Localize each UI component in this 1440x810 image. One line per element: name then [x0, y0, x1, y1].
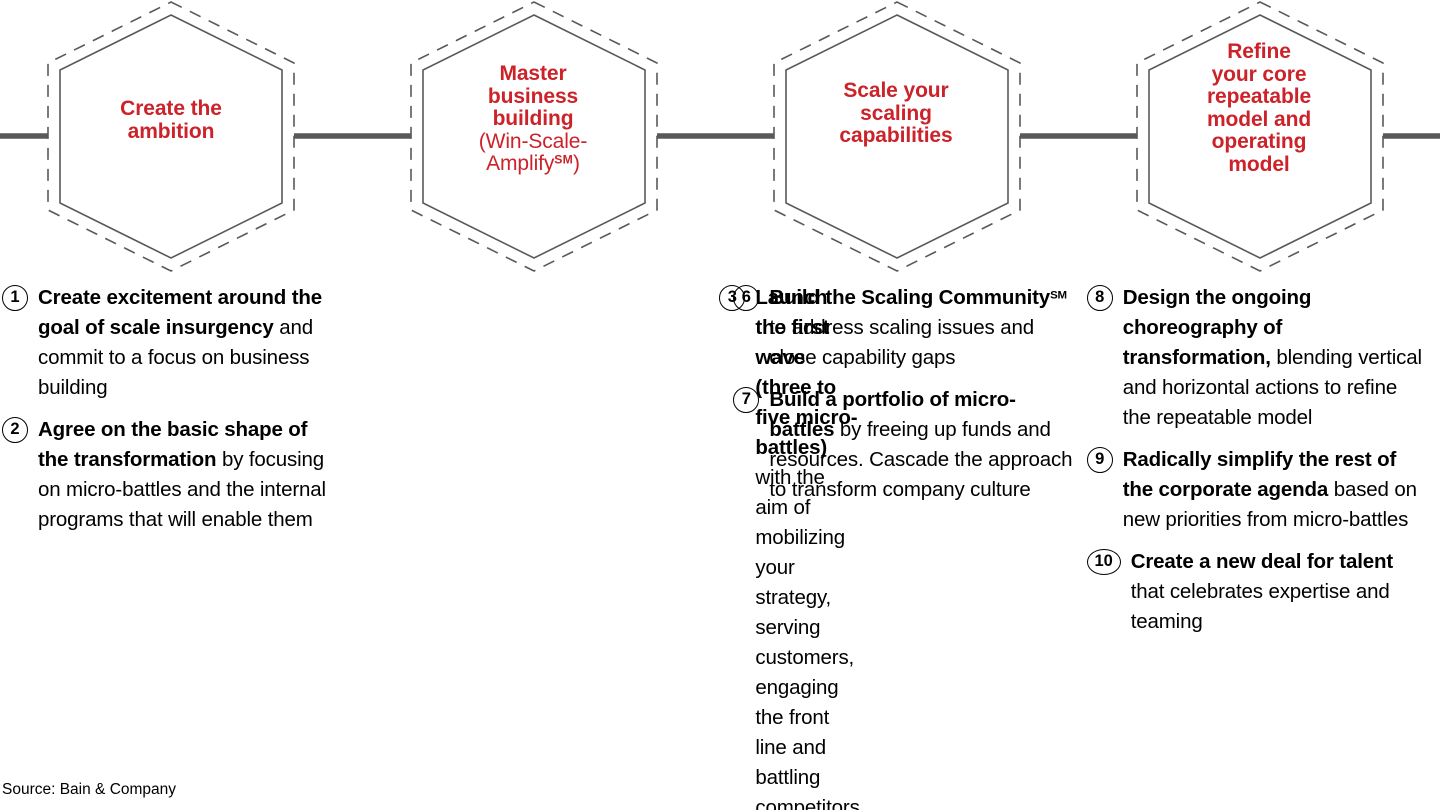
hexagon-4-line-6: model — [1228, 152, 1290, 176]
hexagon-3-dashed — [773, 1, 1021, 272]
action-item-lead: Agree on the basic shape of the transfor… — [38, 418, 308, 471]
action-item-text: Design the ongoing choreography of trans… — [1123, 283, 1426, 433]
action-item-lead: Build a portfolio of micro-battles — [769, 388, 1016, 441]
action-item-body: with the aim of mobilizing your strategy… — [755, 466, 860, 810]
column-create-the-ambition: 1 Create excitement around the goal of sc… — [0, 283, 353, 810]
hexagon-1-solid — [59, 14, 283, 259]
hexagon-4-line-3: repeatable — [1206, 85, 1312, 108]
hexagon-2-solid — [422, 14, 646, 259]
hexagon-4-line-5: operating — [1211, 130, 1307, 153]
action-item-lead: Create a new deal for talent — [1130, 550, 1394, 573]
hexagon-2-sub-close: Amplify — [486, 152, 555, 175]
item-number-badge: 7 — [733, 387, 760, 413]
hexagon-2-line-3: building — [492, 107, 574, 130]
action-item-body: by freeing up funds and resources. Casca… — [769, 418, 1073, 501]
action-item-lead: Radically simplify the rest of the corpo… — [1122, 448, 1397, 501]
hexagon-3-solid — [785, 14, 1009, 259]
action-item: 2 Agree on the basic shape of the transfo… — [2, 415, 339, 535]
source-note: Source: Bain & Company — [2, 781, 177, 798]
hexagon-2-sub-open: (Win-Scale- — [478, 129, 588, 153]
numbered-action-columns: 1 Create excitement around the goal of sc… — [0, 283, 1440, 810]
action-item-body: by focusing on micro-battles and the int… — [38, 448, 326, 531]
hexagon-4-line-1: Refine — [1227, 40, 1291, 63]
hexagon-3-line-2: scaling — [860, 101, 932, 125]
hexagon-process-band: Create the ambition Master business buil… — [0, 0, 1440, 278]
action-item-text: Create excitement around the goal of sca… — [38, 283, 339, 403]
hexagon-4-dashed — [1136, 1, 1384, 272]
hexagon-2 — [410, 1, 658, 272]
hexagon-2-line-2: business — [487, 84, 579, 108]
action-item-lead: Build the Scaling Community — [769, 286, 1051, 309]
hexagon-3-line-3: capabilities — [839, 124, 953, 147]
hexagon-2-subtitle: (Win-Scale-AmplifySM) — [479, 130, 588, 176]
hexagon-4 — [1136, 1, 1384, 272]
action-item-body: based on new priorities from micro-battl… — [1122, 478, 1417, 531]
item-number-badge: 10 — [1086, 549, 1121, 575]
action-item-text: Build the Scaling CommunitySM to address… — [769, 283, 1072, 373]
hexagon-4-line-4: model and — [1206, 107, 1312, 131]
hexagon-2-label: Master business building (Win-Scale-Ampl… — [422, 62, 644, 176]
hexagon-4-label: Refine your core repeatable model and op… — [1148, 40, 1370, 176]
action-item: 7 Build a portfolio of micro-battles by f… — [733, 385, 1073, 505]
action-item-lead: Create excitement around the goal of sca… — [38, 286, 323, 339]
hexagon-2-sub-end: ) — [572, 152, 580, 175]
action-item-text: Build a portfolio of micro-battles by fr… — [769, 385, 1072, 505]
hexagon-3-label: Scale your scaling capabilities — [785, 79, 1007, 148]
hexagon-3-line-1: Scale your — [843, 79, 949, 102]
action-item-lead: Design the ongoing choreography of trans… — [1122, 286, 1312, 369]
action-item-body: to address scaling issues and close capa… — [769, 316, 1034, 369]
column-scale-your-scaling-capabilities: 6 Build the Scaling CommunitySM to addres… — [733, 283, 1086, 810]
column-refine-your-core-repeatable-model: 8 Design the ongoing choreography of tran… — [1086, 283, 1440, 810]
hexagon-1-line-1: Create the — [120, 97, 222, 120]
item-number-badge: 2 — [2, 417, 28, 443]
hexagon-4-line-2: your core — [1211, 62, 1307, 86]
service-mark: SM — [1050, 289, 1067, 302]
action-item: 6 Build the Scaling CommunitySM to addres… — [733, 283, 1072, 373]
hexagon-2-dashed — [410, 1, 658, 272]
action-item: 10 Create a new deal for talent that cele… — [1086, 547, 1426, 637]
hexagon-3 — [773, 1, 1021, 272]
hexagon-band-svg — [0, 1, 1440, 272]
hexagon-1-line-2: ambition — [127, 119, 215, 143]
item-number-badge: 1 — [2, 285, 28, 311]
hexagon-1 — [47, 1, 295, 272]
action-item-body: and commit to a focus on business buildi… — [38, 316, 313, 399]
action-item: 1 Create excitement around the goal of sc… — [2, 283, 339, 403]
item-number-badge: 6 — [733, 285, 760, 311]
action-item-text: Radically simplify the rest of the corpo… — [1123, 445, 1426, 535]
hexagon-1-label: Create the ambition — [60, 97, 282, 143]
item-number-badge: 8 — [1086, 285, 1113, 311]
hexagon-4-solid — [1148, 14, 1372, 259]
action-item-text: Launch the first wave (three to five mic… — [755, 283, 859, 810]
action-item: 8 Design the ongoing choreography of tran… — [1086, 283, 1426, 433]
action-item-text: Agree on the basic shape of the transfor… — [38, 415, 339, 535]
item-number-badge: 9 — [1086, 447, 1113, 473]
hexagon-2-service-mark: SM — [554, 152, 573, 167]
action-item-lead: Launch the first wave (three to five mic… — [755, 286, 858, 459]
action-item: 9 Radically simplify the rest of the corp… — [1086, 445, 1426, 535]
action-item-text: Create a new deal for talent that celebr… — [1131, 547, 1426, 637]
hexagon-1-dashed — [47, 1, 295, 272]
action-item-body: blending vertical and horizontal actions… — [1122, 346, 1422, 429]
action-item-body: that celebrates expertise and teaming — [1130, 580, 1390, 633]
hexagon-2-line-1: Master — [499, 62, 567, 85]
